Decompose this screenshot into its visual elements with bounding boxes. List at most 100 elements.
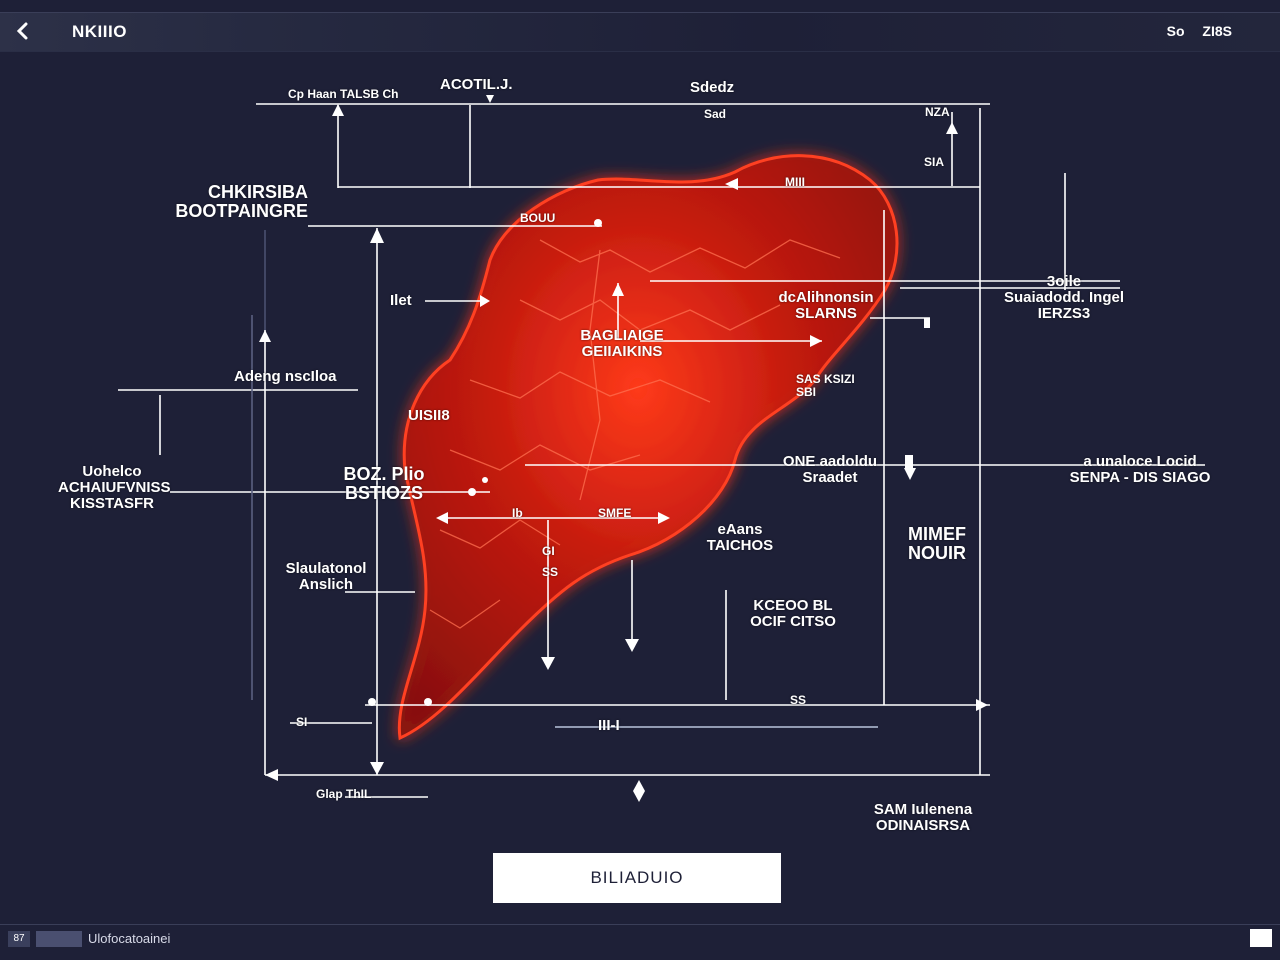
label-far-right-line-2: Suaiadodd. Ingel <box>1003 288 1124 306</box>
label-bottom-right-line-1: SAM Iulenena <box>873 801 973 818</box>
status-readout: So ZI8S <box>1167 23 1232 39</box>
label-lower-right: eAans TAICHOS <box>702 522 778 554</box>
label-left-low: Slaulatonol Anslich <box>276 561 376 593</box>
footer-square-button[interactable] <box>1250 929 1272 947</box>
arrow-right-icon <box>480 295 490 307</box>
label-tick-a: SI <box>296 715 308 729</box>
label-right-mid-line-1: ONE aadoldu <box>782 453 878 470</box>
label-left-group-line-3: KISSTASFR <box>70 494 154 512</box>
page-indicator: 87 <box>8 931 30 947</box>
label-center-line-1: BAGLIAIGE <box>580 327 664 344</box>
highlighted-region <box>397 154 899 741</box>
label-left-low-line-2: Anslich <box>298 575 354 593</box>
label-top-left-small: Cp Haan TALSB Ch <box>288 87 399 101</box>
window-title: NKIIIO <box>72 22 127 41</box>
back-button[interactable] <box>8 17 36 45</box>
arrow-down-icon <box>370 762 384 775</box>
arrow-down-icon <box>541 657 555 670</box>
label-left-title-line-2: BOOTPAINGRE <box>175 200 308 221</box>
label-peak: BOUU <box>520 211 556 225</box>
arrow-right-icon <box>976 699 988 711</box>
label-right-mid: ONE aadoldu Sraadet <box>770 454 890 486</box>
arrow-left-icon <box>725 178 738 190</box>
label-top-right-a: Sdedz <box>690 79 735 96</box>
label-far-right-line-1: 3oile <box>1046 273 1082 290</box>
label-side-a: Ilet <box>390 292 412 309</box>
region-veins <box>429 239 841 629</box>
label-far-right-mid-line-1: a unaloce Locid <box>1083 453 1197 470</box>
label-big-right: MIMEF NOUIR <box>895 525 979 563</box>
arrow-up-icon <box>946 122 958 134</box>
arrow-up-icon <box>332 104 344 116</box>
label-bottom-right-line-2: ODINAISRSA <box>875 816 971 834</box>
label-left-group-line-2: ACHAIUFVNISS <box>58 478 171 496</box>
status-left: So <box>1166 23 1185 39</box>
label-left-group: Uohelco ACHAIUFVNISS KISSTASFR <box>58 463 171 512</box>
label-span-a: Ib <box>512 506 523 520</box>
label-lower-center: KCEOO BL OCIF CITSO <box>746 598 840 630</box>
label-right-top: dcAlihnonsin SLARNS <box>770 290 882 322</box>
status-right: ZI8S <box>1202 23 1232 39</box>
label-inner-mid: SAS KSIZI SBI <box>796 373 855 398</box>
primary-action-button[interactable]: BILIADUIO <box>493 853 781 903</box>
label-far-right-mid: a unaloce Locid SENPA - DIS SIAGO <box>1066 454 1214 486</box>
label-top-right-b: Sad <box>704 107 727 121</box>
footer-text: Ulofocatoainei <box>88 931 171 946</box>
arrow-down-icon <box>486 95 494 103</box>
label-left-mid: Adeng nscIloa <box>234 368 337 385</box>
label-tick-c: III-I <box>598 717 620 734</box>
chevron-left-icon <box>16 22 28 40</box>
label-inner-mid-line-1: SAS KSIZI <box>796 372 855 386</box>
label-lower-right-line-1: eAans <box>717 521 763 538</box>
label-lower-center-line-2: OCIF CITSO <box>750 612 836 630</box>
label-lower-center-line-1: KCEOO BL <box>753 597 833 614</box>
label-far-right: 3oile Suaiadodd. Ingel IERZS3 <box>988 274 1140 321</box>
markers <box>368 219 930 706</box>
footer-bar: 87 Ulofocatoainei <box>0 924 1280 953</box>
arrow-right-icon <box>810 335 822 347</box>
label-left-title: CHKIRSIBA BOOTPAINGRE <box>170 183 308 221</box>
label-inner-mid-line-2: SBI <box>796 384 817 399</box>
label-tick-b: SS <box>790 693 807 707</box>
label-center-line-2: GEIIAIKINS <box>581 342 663 360</box>
arrow-up-icon <box>612 283 624 296</box>
arrow-up-icon <box>259 330 271 342</box>
label-big-right-line-2: NOUIR <box>908 542 966 563</box>
label-left-title-line-1: CHKIRSIBA <box>207 182 308 202</box>
arrow-left-icon <box>265 769 278 781</box>
label-far-right-line-3: IERZS3 <box>1037 304 1091 322</box>
label-left-group-line-1: Uohelco <box>82 463 142 480</box>
label-bottom-right: SAM Iulenena ODINAISRSA <box>862 802 984 834</box>
dimension-lines <box>118 103 1205 798</box>
label-right-top-line-1: dcAlihnonsin <box>778 289 874 306</box>
label-left-low-line-1: Slaulatonol <box>285 560 367 577</box>
label-top-center: ACOTIL.J. <box>440 76 513 93</box>
label-bottom-left: Glap ThIL <box>316 787 372 801</box>
top-bar: NKIIIO So ZI8S <box>0 12 1280 52</box>
dimension-arrows <box>259 95 988 802</box>
label-far-right-mid-line-2: SENPA - DIS SIAGO <box>1069 468 1211 486</box>
label-bot-line-1: BOZ. Plio <box>343 464 425 484</box>
arrow-right-icon <box>436 512 448 524</box>
label-span-b: SMFE <box>598 506 632 520</box>
label-mark-a: GI <box>542 544 555 558</box>
label-right-mid-line-2: Sraadet <box>802 468 858 486</box>
label-bot: BOZ. Plio BSTIOZS <box>338 465 430 503</box>
label-corner-b: SIA <box>924 155 945 169</box>
label-center: BAGLIAIGE GEIIAIKINS <box>570 328 674 360</box>
arrow-right-icon <box>658 512 670 524</box>
label-corner-a: NZA <box>925 105 950 119</box>
label-ridge: MIII <box>785 175 805 189</box>
label-right-top-line-2: SLARNS <box>795 304 857 322</box>
label-side-b: UISII8 <box>408 407 450 424</box>
diamond-marker-icon <box>633 780 645 802</box>
label-bot-line-2: BSTIOZS <box>344 482 423 503</box>
label-big-right-line-1: MIMEF <box>908 524 966 544</box>
label-lower-right-line-2: TAICHOS <box>706 536 774 554</box>
arrow-down-icon <box>625 639 639 652</box>
arrow-up-icon <box>370 228 384 243</box>
label-mark-b: SS <box>542 565 559 579</box>
footer-chip[interactable] <box>36 931 82 947</box>
arrow-down-icon <box>904 468 916 480</box>
